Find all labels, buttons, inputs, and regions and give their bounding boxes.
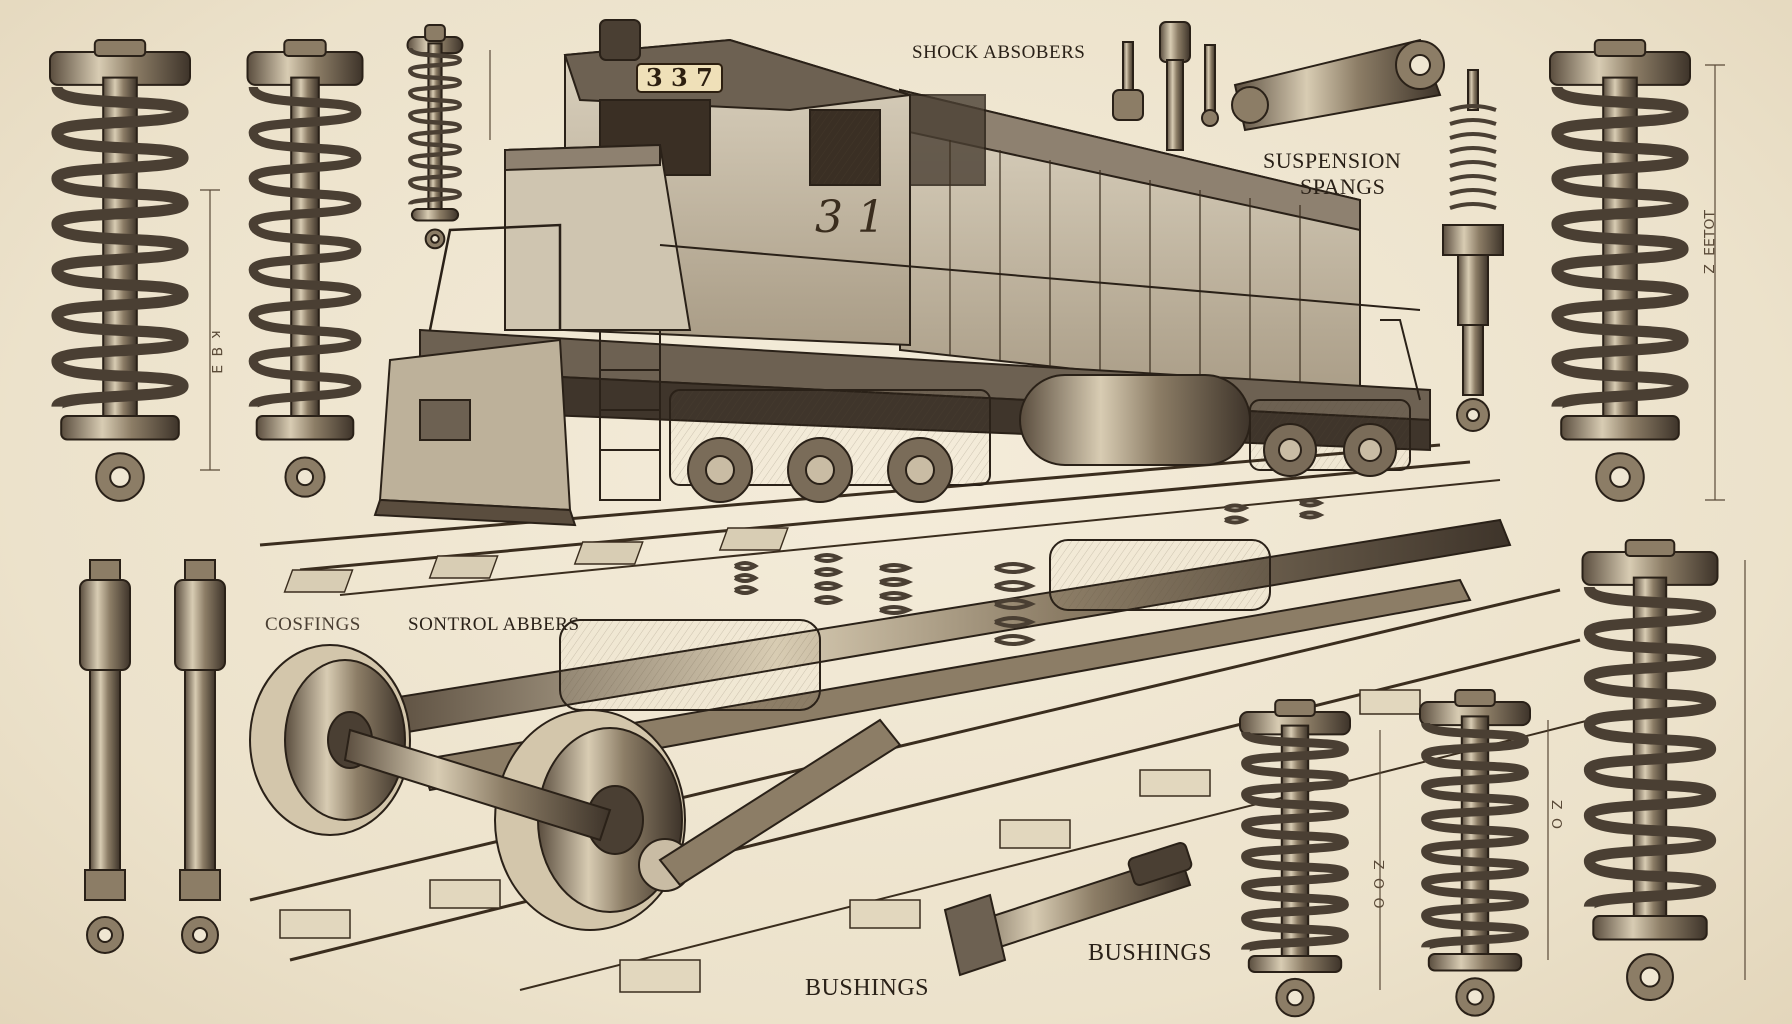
label-shock-absorbers: SHOCK ABSOBERS [912, 42, 1086, 63]
locomotive-number-plate: 3 3 7 [636, 63, 723, 93]
shock-absorber-parts-top [1112, 21, 1445, 151]
strut-assembly-right [1442, 69, 1504, 432]
track-ties [283, 527, 789, 593]
coilover-shock-4 [1549, 39, 1691, 502]
label-control-arms: SONTROL ABBERS [408, 614, 580, 635]
coilover-shock-5 [1581, 539, 1719, 1002]
dimension-mark-right-mid: ꓜ ꓳ [1548, 800, 1564, 830]
twin-dampers-left [79, 559, 226, 954]
dimension-lines [200, 50, 1746, 990]
coilover-shock-6 [1419, 689, 1531, 1017]
label-bushings-center: BUSHINGS [805, 975, 930, 1001]
locomotive-cab-number: 3 1 [815, 192, 885, 243]
label-suspension-springs-1: SUSPENSION [1263, 148, 1402, 173]
bogie-assembly [249, 498, 1512, 931]
dimension-mark-center-right: ꓜ ꓳ ꓳ [1370, 860, 1386, 909]
label-suspension-springs-2: SPANGS [1300, 174, 1386, 199]
dimension-mark-left: ĸ ꓭ ꓱ [208, 330, 224, 374]
coilover-shock-7 [1239, 699, 1351, 1018]
coilover-shock-3 [406, 24, 464, 250]
locomotive [373, 19, 1431, 527]
track-ties-lower [279, 689, 1421, 993]
coilover-shock-1 [49, 39, 191, 502]
label-couplings: COSFINGS [265, 614, 361, 635]
dimension-mark-right-top: ꓕꓳꓕꓱꓱ ꓜ [1700, 210, 1716, 274]
coilover-shock-2 [246, 39, 364, 498]
bushing-part [943, 841, 1193, 977]
label-bushings-right: BUSHINGS [1088, 940, 1213, 966]
